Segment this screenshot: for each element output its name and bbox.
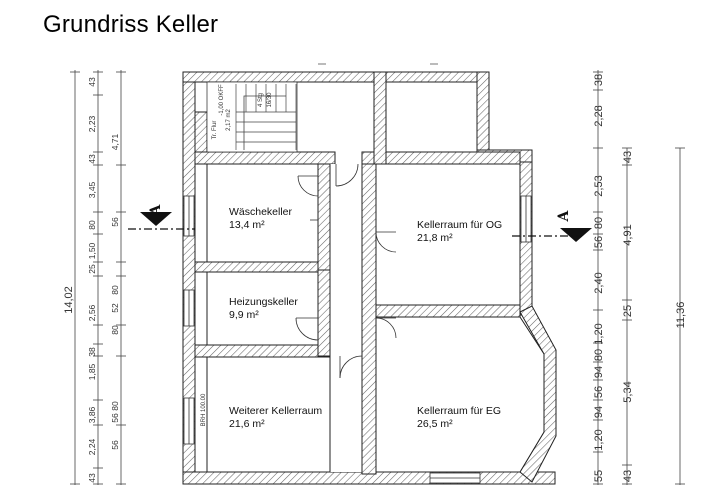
dim-label: 1,20 <box>593 429 605 450</box>
dim-label: 38 <box>593 74 605 86</box>
room-area: 13,4 m² <box>229 219 265 231</box>
room-name: Kellerraum für EG <box>417 405 502 417</box>
dim-label: 38 <box>87 347 97 357</box>
stair-label: Tr. Flur <box>212 121 218 140</box>
left-inner-dimension-labels: 43 2,23 43 3,45 80 1,50 25 2,56 38 1,85 … <box>87 77 120 483</box>
room-name: Heizungskeller <box>229 296 298 308</box>
dim-label: 3,86 <box>87 406 97 423</box>
dim-label: 1,50 <box>87 242 97 259</box>
room-waeschekeller <box>206 163 319 263</box>
room-label-waeschekeller: Wäschekeller 13,4 m² <box>229 206 292 232</box>
room-label-kellerraum-og: Kellerraum für OG 21,8 m² <box>417 219 502 245</box>
doors <box>295 163 397 379</box>
right-dimension-lines <box>593 70 685 485</box>
stair-annotations: 4 Stg 16/30 Tr. Flur -1,00 OKFF 2,17 m2 <box>212 84 273 139</box>
dim-label: 56 <box>593 386 605 398</box>
room-label-heizungskeller: Heizungskeller 9,9 m² <box>229 296 298 322</box>
section-letter: A <box>556 209 572 222</box>
dim-label: 2,28 <box>593 105 605 126</box>
dim-label: 1,85 <box>87 363 97 380</box>
dim-label: 2,24 <box>87 438 97 455</box>
room-label-weiterer-kellerraum: Weiterer Kellerraum 21,6 m² <box>229 405 322 431</box>
dim-label: 4,71 <box>110 133 120 150</box>
rooms <box>206 81 545 473</box>
brh-label: BRH 100.00 <box>201 393 207 426</box>
left-dimension-lines <box>70 70 126 485</box>
dim-label: 80 <box>110 401 120 411</box>
dim-label: 25 <box>622 305 634 317</box>
dim-label: 56 <box>110 413 120 423</box>
dim-label: 43 <box>87 154 97 164</box>
dim-label: 55 <box>593 470 605 482</box>
dim-label: 56 <box>110 217 120 227</box>
corridor <box>330 172 362 472</box>
right-total-dimension: 11,36 <box>675 302 687 329</box>
room-kellerraum-og <box>375 163 521 306</box>
room-area: 26,5 m² <box>417 418 453 430</box>
dim-label: 80 <box>87 220 97 230</box>
dim-label: 1,20 <box>593 323 605 344</box>
room-area: 21,6 m² <box>229 418 265 430</box>
dim-label: 3,45 <box>87 181 97 198</box>
dim-label: 80 <box>593 217 605 229</box>
dim-label: 4,91 <box>622 224 634 245</box>
walls <box>182 71 557 485</box>
dim-label: 94 <box>593 406 605 418</box>
dim-label: 2,56 <box>87 304 97 321</box>
room-heizungskeller <box>206 271 319 346</box>
left-total-dimension: 14,02 <box>63 286 75 314</box>
dim-label: 43 <box>87 473 97 483</box>
dim-label: 2,40 <box>593 272 605 293</box>
room-name: Weiterer Kellerraum <box>229 405 323 417</box>
stair-label: 4 Stg <box>258 93 264 107</box>
room-label-kellerraum-eg: Kellerraum für EG 26,5 m² <box>417 405 501 431</box>
windows <box>183 195 532 484</box>
dim-label: 2,23 <box>87 115 97 132</box>
right-dimension-labels: 38 2,28 2,53 80 56 2,40 1,20 80 94 56 94… <box>593 74 687 482</box>
dim-label: 80 <box>110 285 120 295</box>
section-letter: A <box>148 203 164 216</box>
dim-label: 56 <box>593 236 605 248</box>
dim-label: 80 <box>593 349 605 361</box>
stair-label: 16/30 <box>267 92 273 108</box>
dim-label: 2,53 <box>593 175 605 196</box>
dim-label: 43 <box>87 77 97 87</box>
stair-label: -1,00 OKFF <box>219 84 225 116</box>
room-kellerraum-eg <box>375 316 545 473</box>
dim-label: 94 <box>593 366 605 378</box>
room-upper-right <box>385 81 478 153</box>
dim-label: 56 <box>110 440 120 450</box>
stair-label: 2,17 m2 <box>226 109 232 131</box>
dim-label: 43 <box>622 151 634 163</box>
page-title: Grundriss Keller <box>43 11 219 38</box>
dim-label: 25 <box>87 264 97 274</box>
dim-label: 43 <box>622 470 634 482</box>
dim-label: 5,34 <box>622 381 634 402</box>
section-marker-right: A <box>512 209 592 242</box>
dim-label: 52 <box>110 303 120 313</box>
dim-label: 80 <box>110 325 120 335</box>
room-area: 21,8 m² <box>417 232 453 244</box>
staircase <box>206 81 298 153</box>
room-area: 9,9 m² <box>229 309 259 321</box>
section-marker-left: A <box>128 203 195 230</box>
room-name: Wäschekeller <box>229 206 293 218</box>
room-name: Kellerraum für OG <box>417 219 503 231</box>
